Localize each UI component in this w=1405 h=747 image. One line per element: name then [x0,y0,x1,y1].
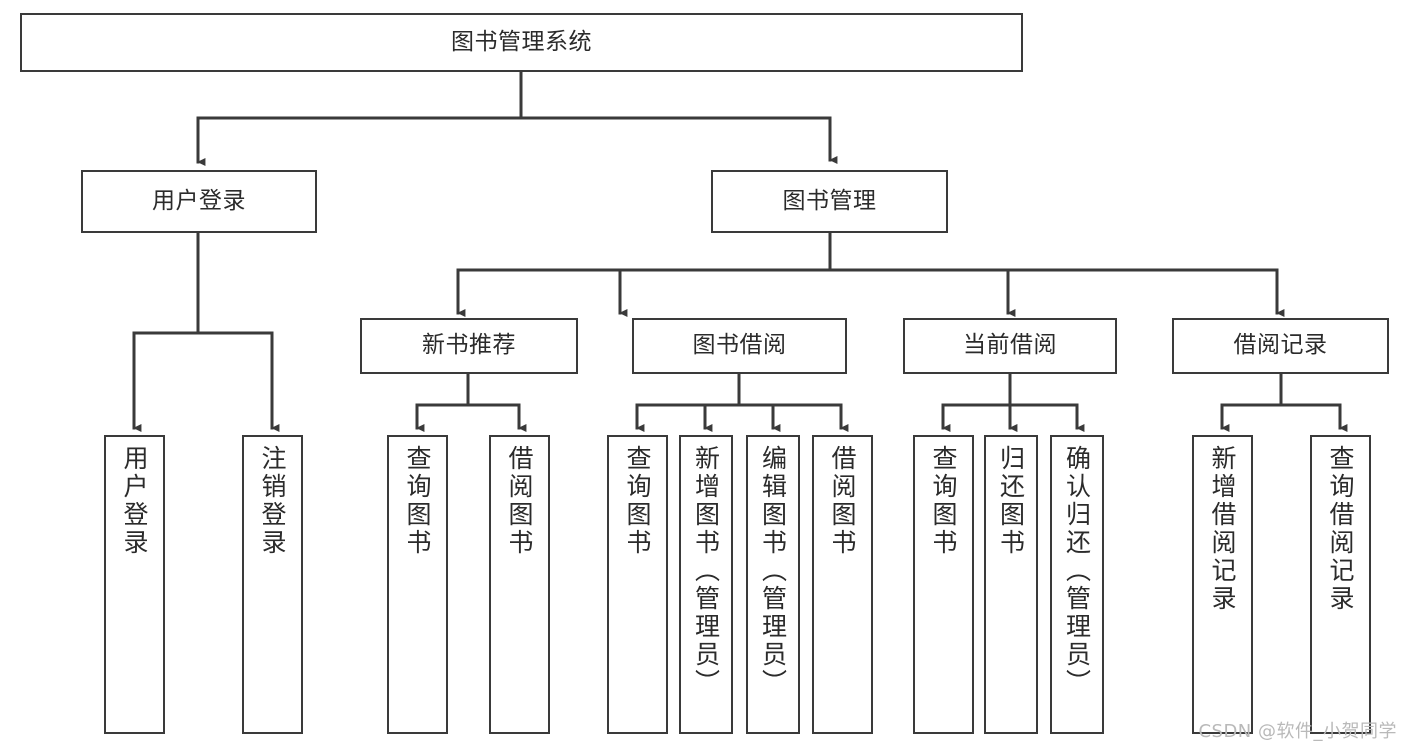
node-book-borrow[interactable]: 图书借阅 [632,318,847,374]
leaf-borrow-book-recommend[interactable]: 借阅图书 [489,435,550,734]
node-label: 归还图书 [996,445,1026,557]
leaf-query-borrow-record[interactable]: 查询借阅记录 [1310,435,1371,734]
node-label: 当前借阅 [963,332,1057,359]
leaf-query-book-current[interactable]: 查询图书 [913,435,974,734]
leaf-borrow-book[interactable]: 借阅图书 [812,435,873,734]
node-label: 用户登录 [152,187,246,214]
node-label: 借阅记录 [1233,332,1328,359]
node-label: 确认归还（管理员） [1062,445,1092,697]
node-label: 注销登录 [258,445,287,557]
node-label: 新书推荐 [422,332,516,359]
node-label: 图书管理系统 [451,28,592,55]
leaf-user-logout[interactable]: 注销登录 [242,435,303,734]
node-label: 借阅图书 [505,445,534,557]
leaf-add-borrow-record[interactable]: 新增借阅记录 [1192,435,1253,734]
node-label: 编辑图书（管理员） [758,445,788,697]
leaf-edit-book-admin[interactable]: 编辑图书（管理员） [746,435,800,734]
node-label: 图书管理 [782,187,877,214]
leaf-query-book-borrow[interactable]: 查询图书 [607,435,668,734]
node-label: 新增借阅记录 [1208,445,1237,613]
node-label: 新增图书（管理员） [691,445,721,697]
leaf-query-book-recommend[interactable]: 查询图书 [387,435,448,734]
node-root-book-management-system[interactable]: 图书管理系统 [20,13,1023,72]
node-label: 图书借阅 [692,332,787,359]
watermark-text: CSDN @软件_小贺同学 [1198,721,1397,742]
node-label: 查询图书 [403,445,432,557]
node-label: 查询图书 [623,445,652,557]
node-user-login[interactable]: 用户登录 [81,170,317,233]
node-new-book-recommend[interactable]: 新书推荐 [360,318,578,374]
leaf-return-book[interactable]: 归还图书 [984,435,1038,734]
node-label: 查询借阅记录 [1326,445,1355,613]
node-label: 用户登录 [120,445,149,557]
leaf-user-login[interactable]: 用户登录 [104,435,165,734]
leaf-add-book-admin[interactable]: 新增图书（管理员） [679,435,733,734]
node-label: 借阅图书 [828,445,857,557]
node-book-management[interactable]: 图书管理 [711,170,948,233]
node-current-borrow[interactable]: 当前借阅 [903,318,1117,374]
node-label: 查询图书 [929,445,958,557]
leaf-confirm-return-admin[interactable]: 确认归还（管理员） [1050,435,1104,734]
node-borrow-record[interactable]: 借阅记录 [1172,318,1389,374]
